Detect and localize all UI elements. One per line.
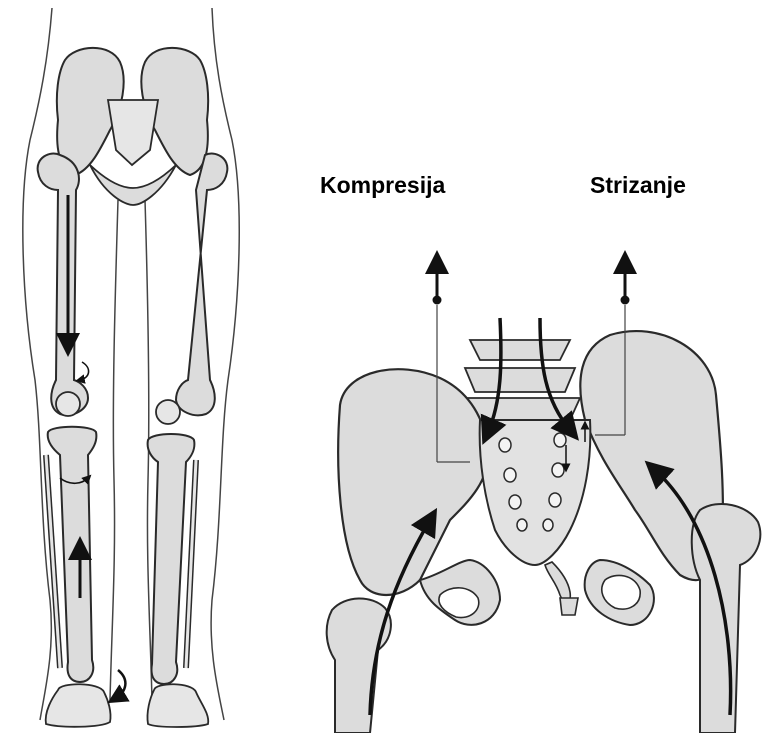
compression-label: Kompresija xyxy=(320,172,445,199)
foot-rotation-arrow xyxy=(116,670,125,698)
leg-skeleton-figure xyxy=(23,8,239,727)
left-patella xyxy=(56,392,80,416)
sacrum xyxy=(108,100,158,165)
left-proximal-femur xyxy=(327,598,391,733)
pubic-symphysis xyxy=(560,598,578,615)
pubic-arch xyxy=(90,165,176,205)
left-femur xyxy=(38,154,88,416)
pelvis-detail-figure xyxy=(327,262,761,733)
lumbar-vertebrae xyxy=(460,340,580,420)
shear-label: Strizanje xyxy=(590,172,686,199)
right-femur xyxy=(176,154,227,416)
right-patella xyxy=(156,400,180,424)
knee-rotation-arrow xyxy=(80,362,89,380)
left-foot xyxy=(46,684,111,727)
pelvis-sacrum xyxy=(480,420,591,565)
coccyx xyxy=(545,562,570,602)
right-foot xyxy=(147,684,208,727)
